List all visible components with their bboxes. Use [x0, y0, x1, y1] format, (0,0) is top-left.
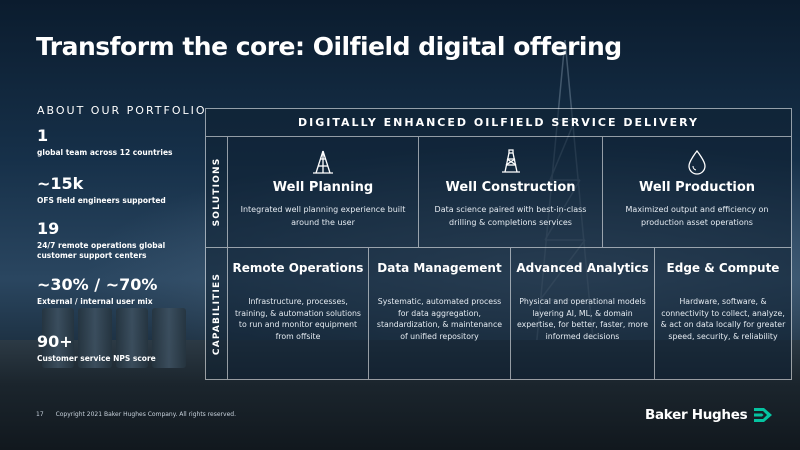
service-delivery-panel: DIGITALLY ENHANCED OILFIELD SERVICE DELI…	[205, 108, 792, 380]
solution-description: Maximized output and efficiency on produ…	[625, 205, 769, 227]
stat-value: 90+	[37, 332, 73, 351]
capability-description: Systematic, automated process for data a…	[376, 297, 503, 341]
stat-item: 1 global team across 12 countries	[37, 126, 173, 158]
drill-tower-icon	[313, 150, 333, 174]
footer: 17 Copyright 2021 Baker Hughes Company. …	[36, 411, 236, 418]
solution-description: Data science paired with best-in-class d…	[434, 205, 587, 227]
capability-description: Hardware, software, & connectivity to co…	[660, 297, 786, 341]
stat-item: 90+ Customer service NPS score	[37, 332, 156, 364]
solutions-label-text: SOLUTIONS	[211, 157, 222, 227]
stat-label: Customer service NPS score	[37, 354, 156, 363]
stat-label: OFS field engineers supported	[37, 196, 166, 205]
stat-value: ~15k	[37, 174, 84, 193]
capability-description: Physical and operational models layering…	[516, 297, 649, 341]
capability-description: Infrastructure, processes, training, & a…	[235, 297, 361, 341]
storage-tank	[78, 308, 112, 368]
logo-text: Baker Hughes	[645, 407, 748, 423]
capability-title: Advanced Analytics	[516, 261, 649, 275]
capability-card-advanced-analytics: Advanced Analytics Physical and operatio…	[511, 248, 655, 379]
storage-tank	[42, 308, 74, 368]
copyright-text: Copyright 2021 Baker Hughes Company. All…	[55, 411, 236, 418]
page-number: 17	[36, 411, 44, 418]
stat-label: External / internal user mix	[37, 297, 153, 306]
capabilities-row-label: CAPABILITIES	[206, 248, 228, 379]
capability-title: Data Management	[377, 261, 502, 275]
capability-title: Remote Operations	[232, 261, 364, 275]
stat-label: global team across 12 countries	[37, 148, 173, 157]
portfolio-heading: ABOUT OUR PORTFOLIO	[37, 104, 207, 117]
stat-item: ~30% / ~70% External / internal user mix	[37, 275, 157, 307]
solution-title: Well Construction	[445, 180, 576, 195]
page-title: Transform the core: Oilfield digital off…	[36, 32, 622, 61]
capabilities-label-text: CAPABILITIES	[211, 272, 222, 355]
portfolio-section: ABOUT OUR PORTFOLIO 1 global team across…	[37, 104, 207, 363]
solution-title: Well Production	[638, 180, 756, 195]
capability-card-remote-operations: Remote Operations Infrastructure, proces…	[228, 248, 369, 379]
stat-item: ~15k OFS field engineers supported	[37, 174, 166, 206]
stat-item: 19 24/7 remote operations global custome…	[37, 219, 177, 261]
capability-title: Edge & Compute	[666, 261, 780, 275]
derrick-icon	[501, 149, 520, 173]
solution-card-well-production: Well Production Maximized output and eff…	[603, 137, 791, 248]
solution-title: Well Planning	[272, 180, 374, 195]
stat-value: 1	[37, 126, 49, 145]
storage-tank	[116, 308, 148, 368]
solution-description: Integrated well planning experience buil…	[240, 205, 406, 227]
panel-heading: DIGITALLY ENHANCED OILFIELD SERVICE DELI…	[206, 109, 791, 137]
company-logo: Baker Hughes	[645, 405, 774, 425]
capability-card-edge-compute: Edge & Compute Hardware, software, & con…	[655, 248, 791, 379]
storage-tank	[152, 308, 186, 368]
oil-drop-icon	[688, 149, 706, 175]
solution-card-well-planning: Well Planning Integrated well planning e…	[228, 137, 419, 248]
stat-value: ~30% / ~70%	[37, 275, 158, 294]
logo-mark-icon	[754, 408, 773, 422]
capability-card-data-management: Data Management Systematic, automated pr…	[369, 248, 511, 379]
solution-card-well-construction: Well Construction Data science paired wi…	[419, 137, 603, 248]
stat-value: 19	[37, 219, 60, 238]
stat-label: 24/7 remote operations global customer s…	[37, 241, 166, 260]
solutions-row-label: SOLUTIONS	[206, 137, 228, 248]
